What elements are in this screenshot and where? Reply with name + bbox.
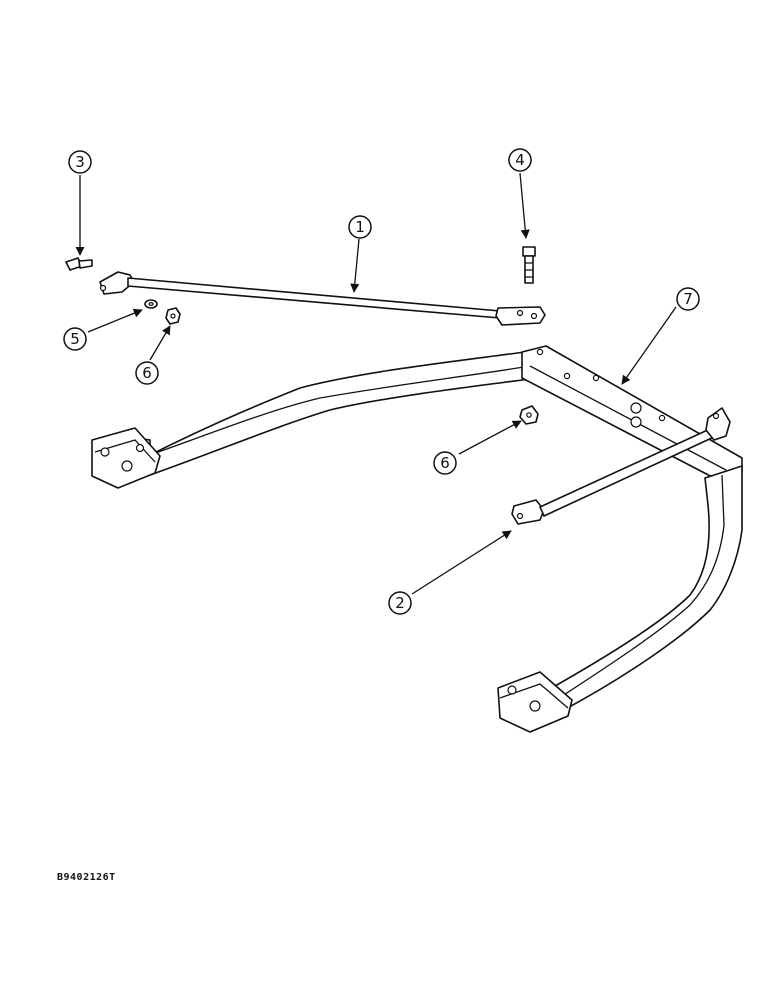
callout-1-label: 1 (355, 218, 365, 236)
bolt-3 (65, 257, 93, 271)
drawing-reference-code: B9402126T (57, 872, 116, 883)
callout-4-label: 4 (515, 151, 525, 169)
callout-7: 7 (676, 287, 700, 311)
bolt-4 (522, 246, 536, 284)
callout-3-label: 3 (75, 153, 85, 171)
frame-part (91, 345, 743, 733)
callout-5: 5 (63, 327, 87, 351)
brace-rod-2 (511, 407, 731, 525)
callout-6-lower: 6 (433, 451, 457, 475)
callout-5-label: 5 (70, 330, 80, 348)
callout-7-label: 7 (683, 290, 693, 308)
callout-6-lower-label: 6 (440, 454, 450, 472)
callout-3: 3 (68, 150, 92, 174)
callout-6-upper-label: 6 (142, 364, 152, 382)
callout-2-label: 2 (395, 594, 405, 612)
nut-6-lower (519, 405, 539, 425)
callout-4: 4 (508, 148, 532, 172)
washer-5 (144, 299, 158, 309)
callout-2: 2 (388, 591, 412, 615)
callout-6-upper: 6 (135, 361, 159, 385)
leader-lines (75, 172, 677, 595)
brace-rod-1 (99, 271, 546, 326)
callout-1: 1 (348, 215, 372, 239)
nut-6-upper (165, 307, 181, 325)
